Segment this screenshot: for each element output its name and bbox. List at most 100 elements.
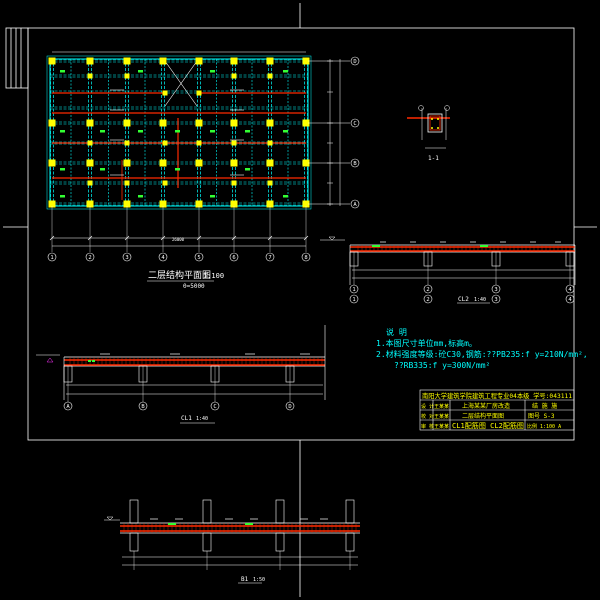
plan-dim-tick — [49, 235, 55, 241]
plan-beam-mark — [210, 70, 215, 73]
plan-column-small — [162, 140, 168, 146]
plan-column — [266, 159, 274, 167]
plan-col-axis-circle — [122, 252, 132, 262]
notes-line-1: 1.本图尺寸单位mm,标高m。 — [376, 338, 477, 348]
cl2-axis-lower-label: 2 — [426, 297, 429, 303]
plan-column — [86, 57, 94, 65]
b1-column-upper — [275, 499, 285, 524]
cl1-axis-label: B — [141, 404, 145, 410]
plan-column — [230, 159, 238, 167]
plan-col-axis-label: 2 — [88, 255, 91, 261]
plan-column — [48, 200, 56, 208]
b1-mark — [245, 523, 253, 525]
plan-beam-mark — [283, 130, 288, 133]
plan-columns — [48, 57, 310, 208]
plan-column-small — [267, 73, 273, 79]
plan-beam-mark — [60, 195, 65, 198]
b1-column-upper — [129, 499, 139, 524]
tb-row3-left: 审 核 — [421, 423, 434, 430]
binding-strip — [5, 27, 29, 89]
tb-row2-project: 二层结构平面图 — [462, 412, 504, 420]
plan-dim-tick — [303, 235, 309, 241]
cl2-axis-circle — [565, 284, 575, 294]
plan-column — [159, 119, 167, 127]
plan-beam-mark — [100, 130, 105, 133]
plan-col-axis-label: 4 — [161, 255, 165, 261]
cl2-axis-label: 2 — [426, 287, 429, 293]
plan-dim-tick — [87, 235, 93, 241]
plan-beam-mark — [283, 195, 288, 198]
tb-row1-project: 上海某某厂房改造 — [462, 402, 510, 410]
cl2-axis-lower-circle — [349, 294, 359, 304]
tb-row2-left: 校 对 — [421, 413, 434, 420]
b1-scale: 1:50 — [253, 577, 265, 583]
title-block-header: 南阳大学建筑学院建筑工程专业04本级 学号:043111 — [422, 391, 572, 400]
plan-beam-mark — [60, 70, 65, 73]
cl2-scale: 1:40 — [474, 297, 486, 303]
plan-beam-mark — [283, 70, 288, 73]
plan-total-dim: 26000 — [172, 237, 185, 242]
plan-column — [266, 200, 274, 208]
plan-scale: 1:100 — [203, 272, 224, 280]
tb-row3-name: 王某某 — [434, 424, 449, 430]
cl1-mark — [88, 360, 91, 362]
beam-elevation-b1 — [104, 499, 360, 584]
plan-column — [302, 200, 310, 208]
cl2-mark — [480, 245, 488, 247]
cl2-axis-lower-circle — [565, 294, 575, 304]
plan-column-small — [231, 180, 237, 186]
plan-dim-tick — [160, 235, 166, 241]
plan-column — [48, 119, 56, 127]
b1-column-upper — [202, 499, 212, 524]
cl1-mark — [92, 360, 95, 362]
plan-column — [266, 119, 274, 127]
plan-note: 0=5000 — [183, 283, 205, 290]
plan-beam-mark — [210, 130, 215, 133]
plan-col-axis-label: 5 — [197, 255, 200, 261]
plan-row-axis-label: C — [353, 121, 356, 127]
plan-beam-mark — [138, 130, 143, 133]
plan-dim-tick — [231, 235, 237, 241]
plan-row-axis-circle — [350, 118, 360, 128]
plan-col-axis-circle — [229, 252, 239, 262]
plan-outline-outer — [46, 55, 312, 210]
plan-column — [302, 119, 310, 127]
notes-line-3: ??RB335:f y=300N/mm² — [394, 361, 490, 370]
notes-heading: 说 明 — [386, 327, 407, 337]
plan-column — [195, 57, 203, 65]
plan-column-small — [267, 140, 273, 146]
plan-col-axis-label: 3 — [125, 255, 128, 261]
plan-title: 二层结构平面图 — [148, 269, 211, 281]
plan-beam-mark — [245, 168, 250, 171]
plan-column-small — [231, 140, 237, 146]
plan-col-axis-circle — [47, 252, 57, 262]
plan-beam-mark — [138, 70, 143, 73]
cl2-axis-circle — [491, 284, 501, 294]
plan-beam-mark — [60, 130, 65, 133]
cl1-scale: 1:40 — [196, 416, 208, 422]
cl1-axis-circle — [63, 401, 73, 411]
plan-beam-mark — [175, 130, 180, 133]
cl2-level-mark — [328, 236, 336, 241]
tb-row2-right: 图号 S-3 — [528, 413, 555, 420]
plan-column — [123, 200, 131, 208]
plan-column-small — [87, 140, 93, 146]
cl2-axis-circle — [349, 284, 359, 294]
plan-beam-mark — [210, 195, 215, 198]
b1-label: B1 — [241, 576, 249, 583]
plan-column — [195, 119, 203, 127]
plan-column-small — [162, 90, 168, 96]
plan-dim-tick — [267, 235, 273, 241]
plan-column-small — [231, 73, 237, 79]
plan-column-small — [162, 180, 168, 186]
plan-col-axis-circle — [265, 252, 275, 262]
cl1-axis-circle — [138, 401, 148, 411]
plan-row-axis-circle — [350, 199, 360, 209]
plan-column-small — [124, 140, 130, 146]
section-label: 1-1 — [428, 155, 439, 162]
plan-column — [159, 57, 167, 65]
plan-column — [123, 119, 131, 127]
plan-beam-mark — [100, 168, 105, 171]
